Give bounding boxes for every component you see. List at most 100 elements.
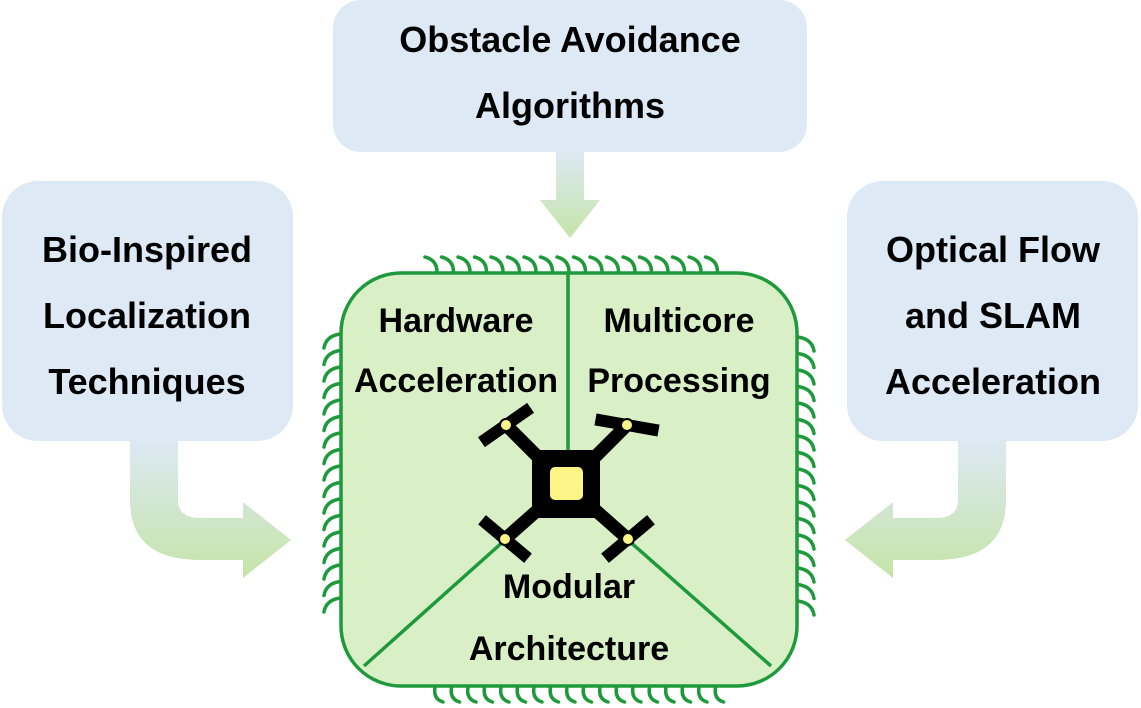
- chip-pin: [796, 582, 816, 601]
- chip-pin: [696, 685, 709, 704]
- arrow-top-to-chip: [540, 150, 600, 238]
- chip-pin: [680, 685, 693, 704]
- chip-pin: [796, 450, 816, 469]
- chip-pin: [703, 255, 720, 274]
- chip-pin: [796, 417, 816, 436]
- chip-pin: [581, 685, 594, 704]
- chip-pin: [322, 431, 342, 449]
- chip-pin: [505, 255, 522, 274]
- chip-pin: [588, 255, 604, 274]
- drone-core: [550, 467, 583, 500]
- chip-pins-top: [423, 255, 720, 274]
- chip-pin: [796, 483, 816, 502]
- box-obstacle-avoidance: Obstacle Avoidance Algorithms: [333, 0, 807, 152]
- box-background: [2, 181, 293, 441]
- chip-pin: [322, 414, 342, 433]
- section-label-multicore-line-1: Multicore: [603, 302, 754, 340]
- box-background: [847, 181, 1138, 441]
- chip-pin: [498, 685, 511, 704]
- chip-pin: [796, 549, 816, 568]
- chip-pin: [465, 685, 478, 704]
- chip-pin: [796, 368, 816, 386]
- chip-pin: [614, 685, 627, 704]
- chip-pin: [663, 685, 676, 704]
- arrow-curved-right-icon: [130, 438, 291, 578]
- chip-pin: [796, 533, 816, 551]
- chip-pin: [322, 579, 342, 598]
- chip-pin: [670, 255, 687, 274]
- chip-pin: [322, 513, 342, 532]
- chip-pin: [796, 599, 816, 617]
- chip-pin: [796, 516, 816, 535]
- chip-pin: [322, 381, 342, 400]
- chip-pin: [489, 255, 505, 274]
- chip-pin: [654, 255, 670, 274]
- chip-pin: [796, 384, 816, 403]
- chip-pin: [482, 685, 495, 704]
- chip-pins-right: [796, 335, 816, 617]
- motor-hub: [620, 418, 634, 432]
- chip-pin: [796, 467, 816, 485]
- chip-pin: [322, 447, 342, 466]
- chip-pin: [322, 398, 342, 416]
- chip-pin: [432, 685, 445, 704]
- section-label-modular-line-2: Architecture: [469, 630, 669, 668]
- arrow-right-to-chip: [845, 438, 1006, 578]
- box-title-line-1: Optical Flow: [886, 229, 1101, 270]
- chip-pin: [456, 255, 472, 274]
- box-title-line-1: Bio-Inspired: [42, 229, 252, 270]
- chip-pin: [796, 500, 816, 518]
- section-label-multicore-line-2: Processing: [587, 362, 770, 400]
- chip-pin: [796, 566, 816, 584]
- box-title-line-2: Localization: [43, 295, 251, 336]
- chip-pin: [322, 365, 342, 383]
- chip-pin: [687, 255, 703, 274]
- motor-hub: [621, 532, 635, 546]
- chip-pin: [522, 255, 538, 274]
- chip-pin: [322, 464, 342, 482]
- chip-pin: [796, 434, 816, 452]
- chip-pin: [322, 348, 342, 367]
- chip-pins-left: [322, 332, 342, 614]
- chip-pin: [322, 332, 342, 350]
- chip-pins-bottom: [432, 685, 726, 704]
- chip-pin: [472, 255, 489, 274]
- box-background: [333, 0, 807, 152]
- chip-pin: [322, 596, 342, 614]
- chip-pin: [796, 351, 816, 370]
- section-label-modular-line-1: Modular: [503, 568, 635, 606]
- chip-pin: [548, 685, 561, 704]
- motor-hub: [499, 418, 513, 432]
- box-bio-inspired: Bio-Inspired Localization Techniques: [2, 181, 293, 441]
- drone-icon: [477, 402, 660, 563]
- chip-pin: [538, 255, 555, 274]
- chip-pin: [564, 685, 577, 704]
- chip-pin: [555, 255, 571, 274]
- chip-pin: [621, 255, 637, 274]
- chip-pin: [796, 401, 816, 419]
- chip-pin: [531, 685, 544, 704]
- chip-pin: [423, 255, 439, 274]
- chip-pin: [449, 685, 462, 704]
- chip-pin: [713, 685, 726, 704]
- chip-pin: [647, 685, 660, 704]
- section-label-hardware-line-1: Hardware: [379, 302, 534, 340]
- arrow-curved-left-icon: [845, 438, 1006, 578]
- chip-pin: [597, 685, 610, 704]
- box-title-line-2: Algorithms: [475, 85, 665, 126]
- box-optical-flow: Optical Flow and SLAM Acceleration: [847, 181, 1138, 441]
- chip-pin: [604, 255, 621, 274]
- chip-pin: [322, 563, 342, 581]
- chip-pin: [637, 255, 654, 274]
- box-title-line-1: Obstacle Avoidance: [399, 19, 740, 60]
- chip-pin: [515, 685, 528, 704]
- section-label-hardware-line-2: Acceleration: [354, 362, 558, 400]
- chip-pin: [322, 530, 342, 548]
- chip-pin: [571, 255, 588, 274]
- motor-hub: [498, 532, 512, 546]
- chip-pin: [630, 685, 643, 704]
- arrow-down-icon: [540, 150, 600, 238]
- chip-pin: [796, 335, 816, 353]
- chip-pin: [322, 497, 342, 515]
